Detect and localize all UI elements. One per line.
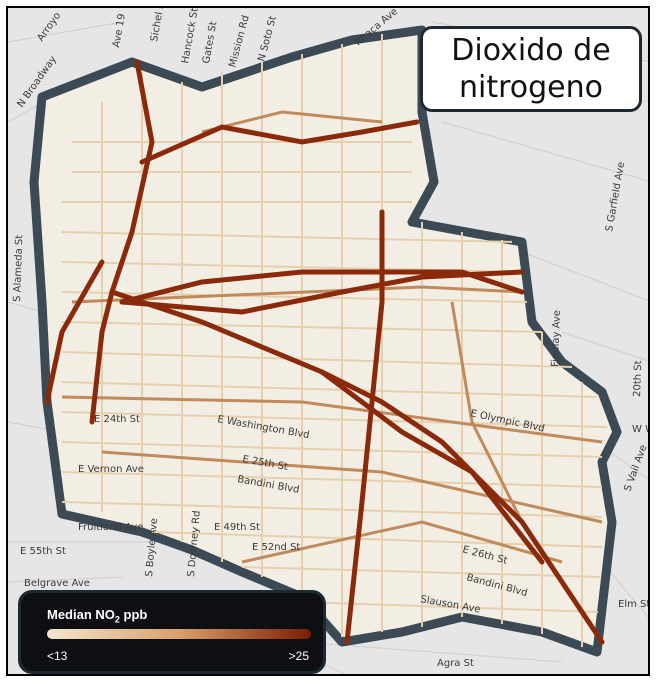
- freeways: [44, 59, 605, 645]
- svg-text:E 52nd St: E 52nd St: [252, 542, 300, 553]
- study-area-boundary: [29, 25, 622, 657]
- map-canvas[interactable]: Ave 19 Sichel St Hancock St Gates St Mis…: [8, 8, 650, 676]
- no2-legend: Median NO2 ppb <13 >25: [18, 590, 326, 674]
- legend-color-ramp: [47, 629, 311, 639]
- legend-min-label: <13: [47, 649, 68, 663]
- major-streets: [61, 110, 603, 564]
- map-title-line2: nitrogeno: [458, 70, 603, 105]
- legend-title: Median NO2 ppb: [47, 607, 148, 625]
- svg-text:20th St: 20th St: [632, 360, 644, 397]
- svg-text:S Alameda St: S Alameda St: [12, 235, 25, 303]
- svg-text:Findlay Ave: Findlay Ave: [550, 310, 563, 367]
- map-title-line1: Dioxido de: [451, 33, 611, 68]
- svg-text:S Boyle Ave: S Boyle Ave: [144, 518, 160, 578]
- svg-text:W W: W W: [632, 424, 650, 435]
- map-frame: Ave 19 Sichel St Hancock St Gates St Mis…: [6, 6, 650, 676]
- svg-text:E 49th St: E 49th St: [214, 522, 260, 533]
- svg-text:Agra St: Agra St: [437, 658, 474, 669]
- svg-text:E Vernon Ave: E Vernon Ave: [78, 464, 144, 475]
- svg-text:E 55th St: E 55th St: [20, 546, 66, 557]
- svg-text:Elm St: Elm St: [618, 599, 650, 610]
- legend-max-label: >25: [288, 649, 309, 663]
- svg-text:Belgrave Ave: Belgrave Ave: [24, 578, 90, 589]
- svg-text:Fruitland Ave: Fruitland Ave: [78, 522, 143, 533]
- svg-text:E 24th St: E 24th St: [94, 414, 140, 425]
- map-title-box: Dioxido de nitrogeno: [420, 26, 642, 112]
